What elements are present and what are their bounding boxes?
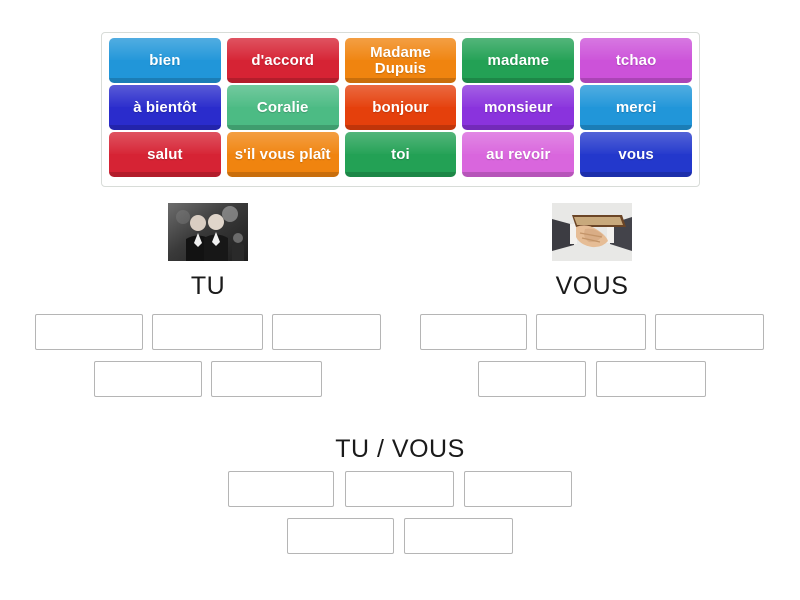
word-tile-label: d'accord <box>251 51 315 69</box>
word-tile-label: toi <box>391 145 410 163</box>
word-tile-label: bonjour <box>372 98 429 116</box>
word-tile-coralie[interactable]: Coralie <box>226 85 339 130</box>
tile-row: à bientôt Coralie bonjour monsieur merci <box>106 85 695 130</box>
word-tile-vous[interactable]: vous <box>580 132 692 177</box>
drop-zone-vous-3[interactable] <box>655 314 764 350</box>
word-tile-label: vous <box>618 145 654 163</box>
category-title-vous: VOUS <box>555 272 629 300</box>
word-tile-label: au revoir <box>486 145 551 163</box>
drop-zone-tu-vous-1[interactable] <box>228 471 334 507</box>
word-tile-salut[interactable]: salut <box>109 132 221 177</box>
drop-zone-tu-vous-5[interactable] <box>404 518 513 554</box>
category-header-tu-vous: TU / VOUS <box>300 424 500 464</box>
word-tile-label: Coralie <box>256 98 309 116</box>
category-header-vous: VOUS <box>492 203 692 301</box>
word-tile-label: madame <box>487 51 550 69</box>
category-header-tu: TU <box>108 203 308 301</box>
drop-zone-vous-2[interactable] <box>536 314 646 350</box>
category-title-tu: TU <box>190 272 226 300</box>
drop-zone-tu-4[interactable] <box>94 361 202 397</box>
category-image-vous <box>552 203 632 261</box>
word-tile-bien[interactable]: bien <box>109 38 221 83</box>
category-title-tu-vous: TU / VOUS <box>335 435 465 463</box>
drop-zone-tu-vous-2[interactable] <box>345 471 454 507</box>
word-tile-merci[interactable]: merci <box>580 85 692 130</box>
tile-row: salut s'il vous plaît toi au revoir vous <box>106 132 695 177</box>
drop-zone-vous-4[interactable] <box>478 361 586 397</box>
word-tile-label: tchao <box>615 51 657 69</box>
word-tile-label: merci <box>615 98 657 116</box>
word-tile-bonjour[interactable]: bonjour <box>344 85 457 130</box>
drop-zone-tu-vous-4[interactable] <box>287 518 394 554</box>
drop-zone-tu-vous-3[interactable] <box>464 471 572 507</box>
drop-zone-tu-1[interactable] <box>35 314 143 350</box>
drop-zone-tu-5[interactable] <box>211 361 322 397</box>
word-tile-au-revoir[interactable]: au revoir <box>462 132 575 177</box>
drop-zone-tu-3[interactable] <box>272 314 381 350</box>
word-tile-a-bientot[interactable]: à bientôt <box>109 85 221 130</box>
drop-zone-vous-5[interactable] <box>596 361 706 397</box>
drop-zone-vous-1[interactable] <box>420 314 527 350</box>
word-tile-label: monsieur <box>484 98 553 116</box>
drop-zone-tu-2[interactable] <box>152 314 263 350</box>
word-tile-label: s'il vous plaît <box>234 145 331 163</box>
word-tile-label: bien <box>149 51 181 69</box>
word-tile-daccord[interactable]: d'accord <box>226 38 339 83</box>
word-tile-label: à bientôt <box>133 98 197 116</box>
word-tile-tchao[interactable]: tchao <box>580 38 692 83</box>
word-tile-toi[interactable]: toi <box>344 132 457 177</box>
word-tile-madame[interactable]: madame <box>462 38 575 83</box>
word-tile-monsieur[interactable]: monsieur <box>462 85 575 130</box>
category-image-tu <box>168 203 248 261</box>
word-tile-sil-vous-plait[interactable]: s'il vous plaît <box>226 132 339 177</box>
word-tile-label: salut <box>147 145 183 163</box>
